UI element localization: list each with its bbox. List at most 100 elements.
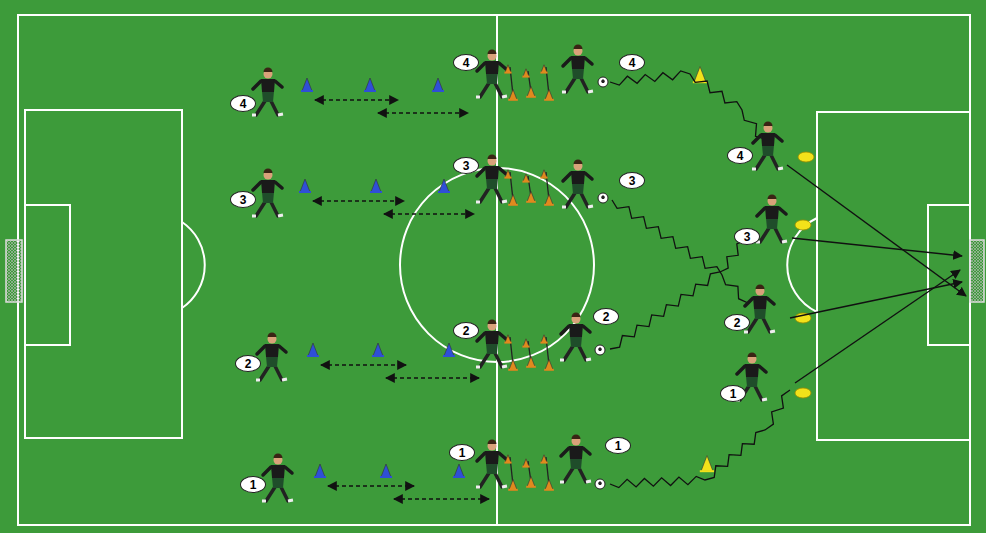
- run-arrow: [313, 200, 404, 201]
- player-arm: [745, 298, 774, 306]
- cone-base: [372, 355, 384, 357]
- player-hair: [488, 50, 497, 55]
- player-hair: [274, 454, 283, 459]
- player-hair: [572, 435, 581, 440]
- cone: [523, 339, 529, 347]
- cone: [302, 78, 312, 91]
- player-figure: [252, 68, 283, 116]
- cone-base: [504, 462, 511, 464]
- player-figure: [562, 45, 593, 93]
- callout-number: 2: [724, 314, 750, 331]
- cone: [444, 343, 454, 356]
- player-shirt: [569, 446, 583, 459]
- callout-number: 1: [720, 385, 746, 402]
- player-boot: [476, 366, 507, 367]
- player-arm: [253, 182, 282, 190]
- callout-number: 1: [449, 444, 475, 461]
- player-shirt: [745, 364, 759, 377]
- player-leg: [260, 366, 282, 380]
- cone-base: [540, 462, 547, 464]
- player-hair: [488, 320, 497, 325]
- cone: [509, 194, 517, 204]
- player-hair: [488, 155, 497, 160]
- cone-base: [307, 355, 319, 357]
- player-figure: [476, 155, 507, 203]
- player-shorts: [746, 376, 758, 387]
- callout-number: 4: [230, 95, 256, 112]
- player-shorts: [754, 308, 766, 319]
- marker-disc: [795, 388, 811, 398]
- cone-base: [299, 191, 311, 193]
- player-leg: [480, 83, 502, 97]
- player-leg: [480, 473, 502, 487]
- player-leg: [760, 228, 782, 242]
- cone-base: [540, 177, 547, 179]
- dribble-path: [610, 390, 790, 488]
- callout-number: 1: [605, 437, 631, 454]
- player-arm: [757, 208, 786, 216]
- cone: [505, 455, 511, 463]
- cone-base: [522, 346, 529, 348]
- cone: [545, 479, 553, 489]
- cone-base: [508, 99, 518, 101]
- ball-patch: [598, 347, 602, 351]
- cone: [527, 356, 535, 366]
- cone: [523, 69, 529, 77]
- player-boot: [756, 241, 787, 242]
- cone: [300, 179, 310, 192]
- player-shirt: [271, 465, 285, 478]
- callout-number: 3: [734, 228, 760, 245]
- cone: [523, 459, 529, 467]
- player-figure: [752, 122, 783, 170]
- player-arm: [563, 173, 592, 181]
- callout-number: 2: [235, 355, 261, 372]
- player-figure: [252, 169, 283, 217]
- cone-base: [544, 99, 554, 101]
- player-arm: [477, 168, 506, 176]
- cone-base: [443, 355, 455, 357]
- player-arm: [477, 333, 506, 341]
- player-shirt: [753, 296, 767, 309]
- player-boot: [752, 168, 783, 169]
- cone: [439, 179, 449, 192]
- cone: [454, 464, 464, 477]
- callout-number: 3: [230, 191, 256, 208]
- player-shorts: [486, 73, 498, 84]
- player-shirt: [261, 180, 275, 193]
- cone-base: [522, 466, 529, 468]
- cone-base: [526, 366, 536, 368]
- player-shirt: [571, 56, 585, 69]
- shot-arrow: [787, 165, 966, 296]
- player-shorts: [266, 356, 278, 367]
- player-shirt: [569, 324, 583, 337]
- player-arm: [477, 63, 506, 71]
- player-shorts: [262, 192, 274, 203]
- player-shorts: [762, 145, 774, 156]
- cone: [541, 455, 547, 463]
- callout-number: 3: [453, 157, 479, 174]
- cone-base: [526, 96, 536, 98]
- player-hair: [264, 68, 273, 73]
- player-shorts: [572, 68, 584, 79]
- player-leg: [480, 353, 502, 367]
- cone: [373, 343, 383, 356]
- player-shorts: [486, 463, 498, 474]
- player-hair: [572, 313, 581, 318]
- player-figure: [560, 313, 591, 361]
- dribble-path: [610, 71, 770, 150]
- cone-base: [522, 76, 529, 78]
- player-shirt: [485, 451, 499, 464]
- cone-base: [544, 489, 554, 491]
- cone: [527, 86, 535, 96]
- player-shorts: [262, 91, 274, 102]
- cone: [505, 335, 511, 343]
- ball: [595, 345, 605, 355]
- cone-base: [301, 90, 313, 92]
- cone-base: [526, 486, 536, 488]
- cone-base: [540, 72, 547, 74]
- player-boot: [560, 481, 591, 482]
- player-shorts: [570, 458, 582, 469]
- run-arrow: [394, 498, 489, 499]
- player-shorts: [766, 218, 778, 229]
- callout-number: 4: [619, 54, 645, 71]
